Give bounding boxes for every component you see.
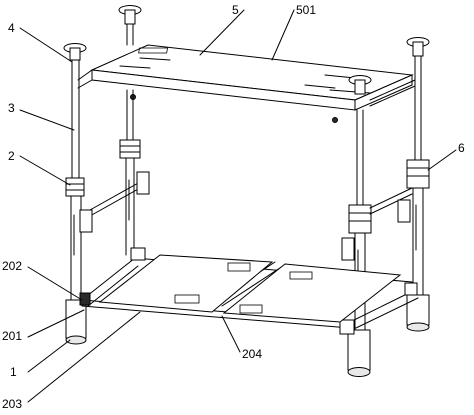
label-201: 201: [2, 329, 22, 343]
label-202: 202: [2, 259, 22, 273]
label-2: 2: [8, 149, 15, 163]
label-203: 203: [2, 397, 22, 411]
upper-platform: [77, 44, 416, 123]
leg-back-left: [118, 5, 142, 256]
lower-platforms: [98, 254, 402, 323]
label-204: 204: [242, 347, 262, 361]
reference-labels: 5 501 4 3 2 6 202 201 1 203 204: [2, 3, 465, 411]
label-5: 5: [232, 3, 239, 17]
leg-front-right: [347, 75, 372, 377]
label-501: 501: [296, 3, 316, 17]
label-4: 4: [8, 21, 15, 35]
label-6: 6: [458, 141, 465, 155]
left-side-rod: [79, 171, 150, 233]
label-3: 3: [8, 101, 15, 115]
label-1: 1: [10, 365, 17, 379]
right-side-rod: [341, 187, 413, 261]
leg-back-right: [406, 37, 430, 332]
leader-lines: [19, 9, 457, 403]
